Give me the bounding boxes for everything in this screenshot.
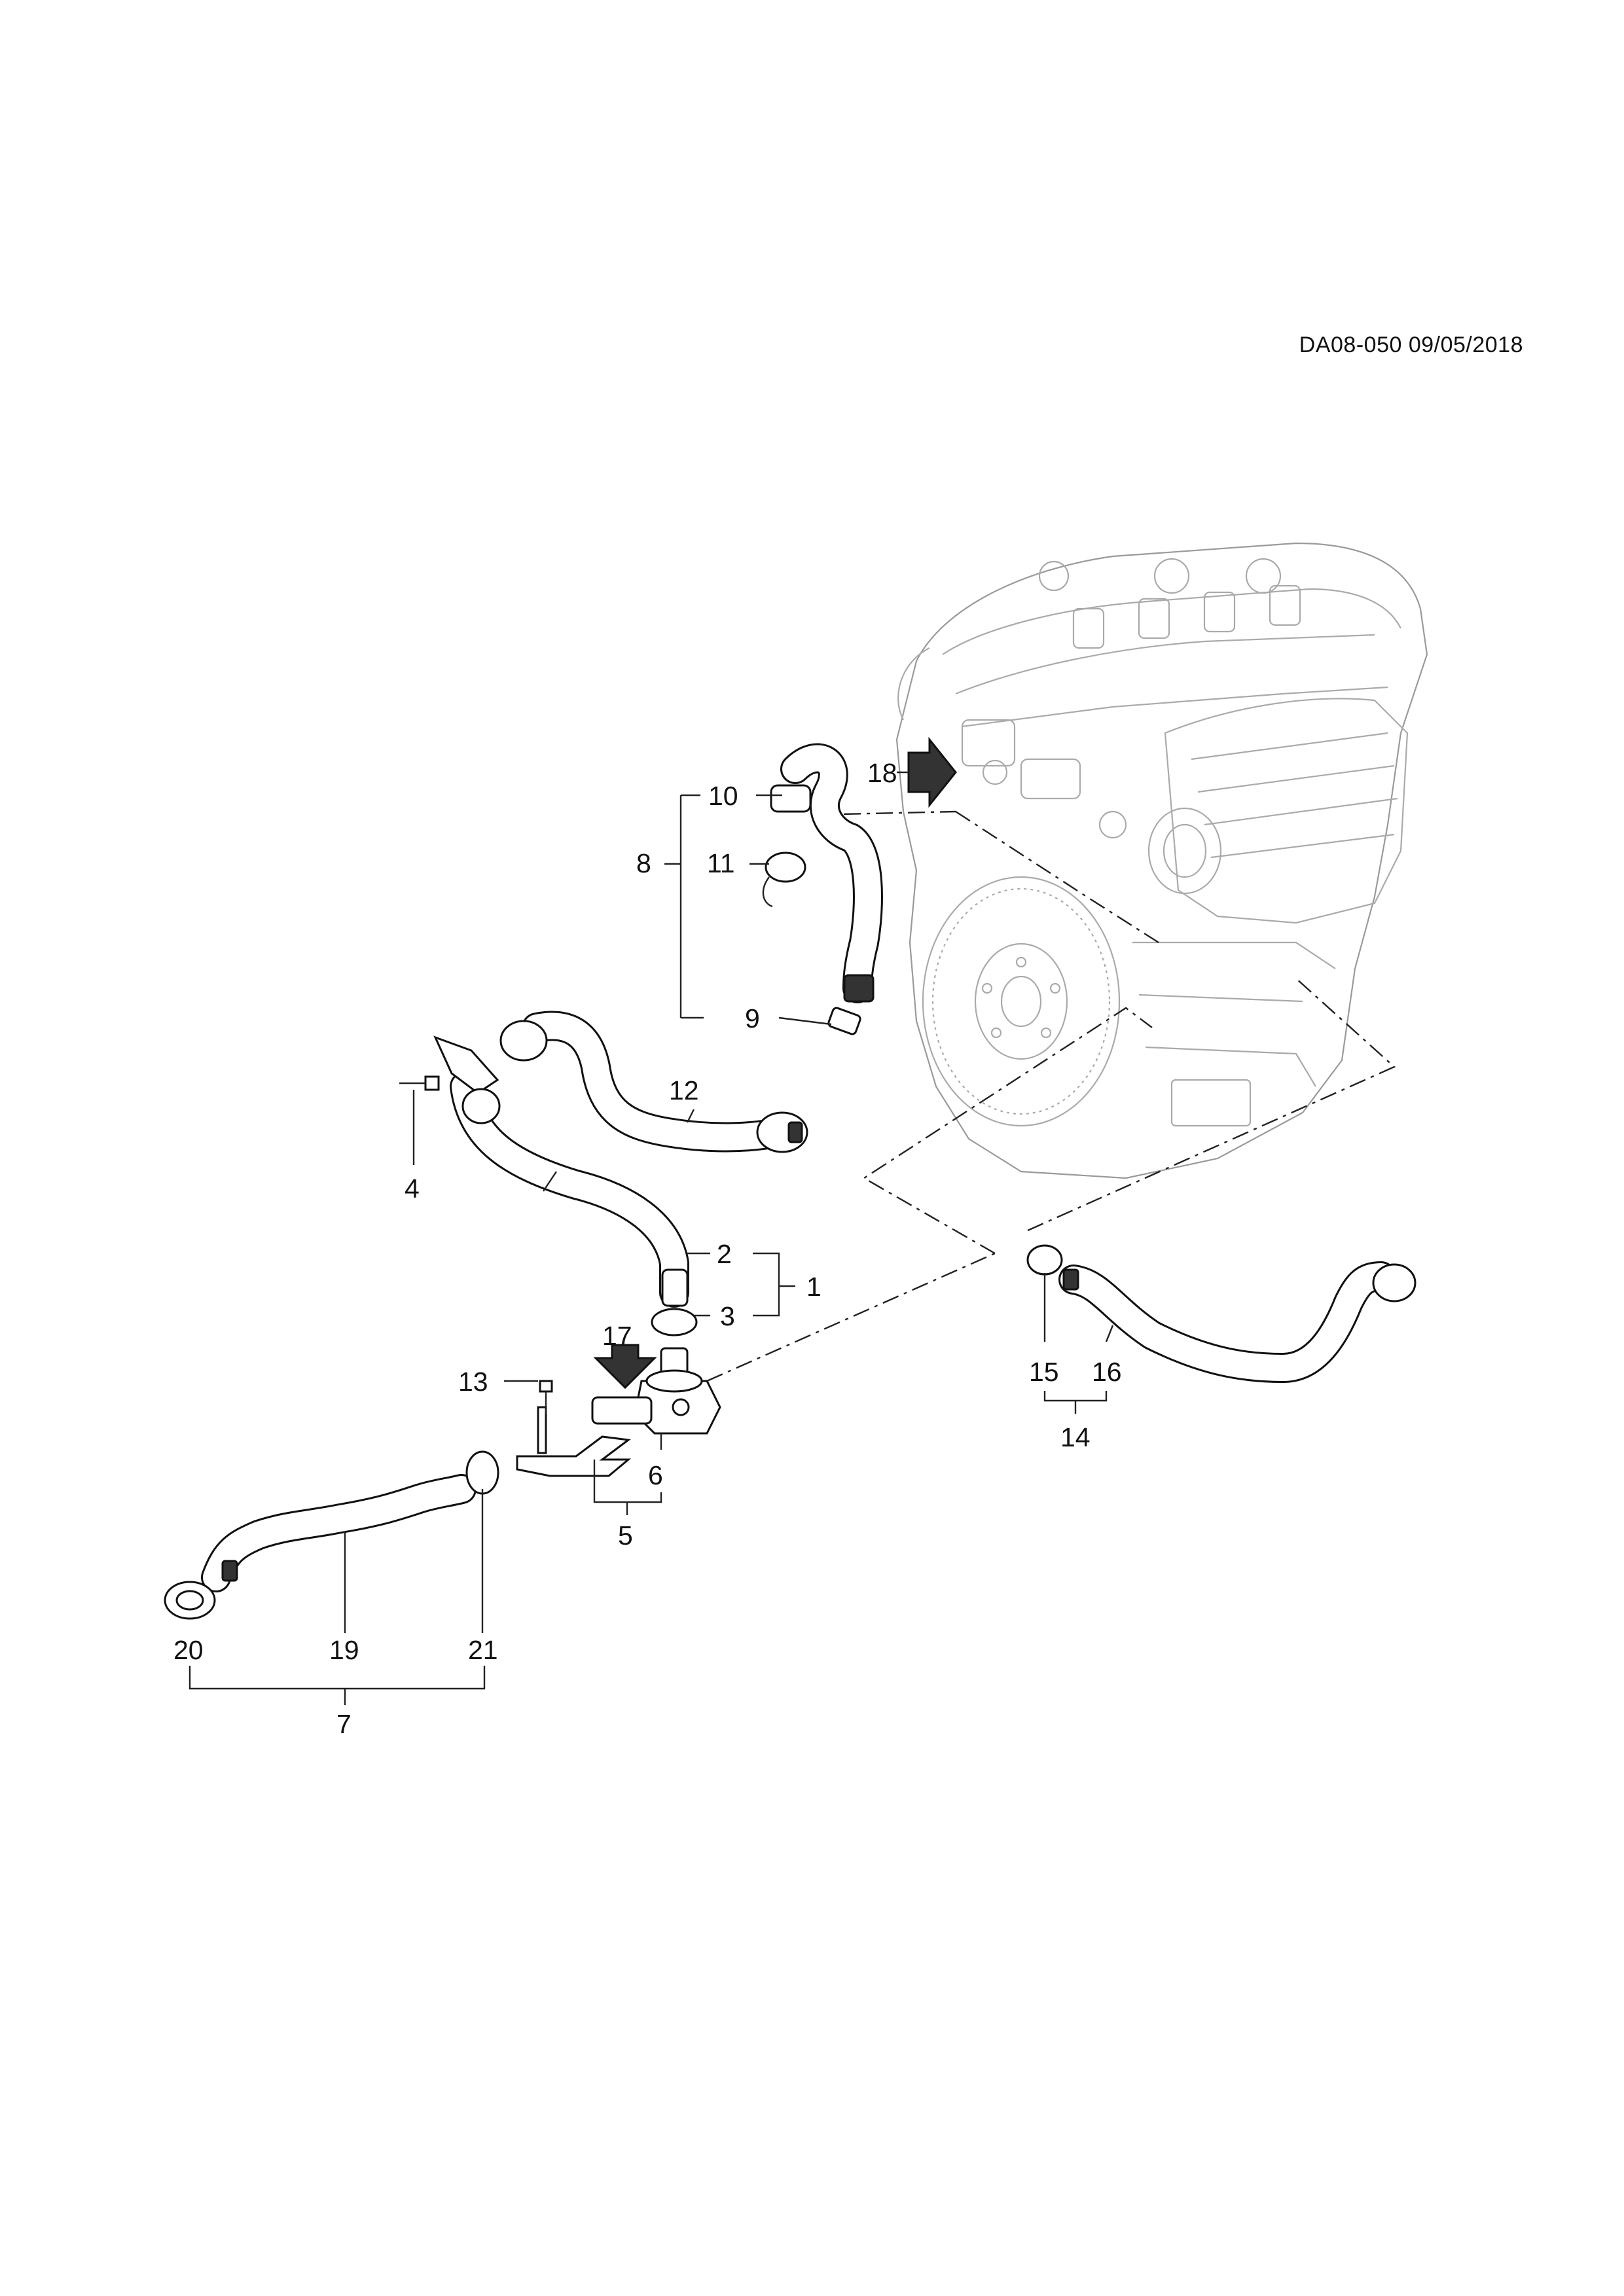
callout-13: 13 (458, 1367, 488, 1397)
callout-20: 20 (173, 1635, 204, 1665)
hose-14-assembly (1026, 1244, 1416, 1383)
coil-packs (1038, 558, 1301, 649)
arrow-17 (593, 1344, 657, 1390)
callout-2: 2 (717, 1239, 732, 1269)
callout-17: 17 (602, 1321, 632, 1351)
bracket-4 (433, 1035, 499, 1094)
callout-7: 7 (336, 1709, 352, 1739)
clamp-15 (1026, 1244, 1063, 1276)
callout-12: 12 (669, 1075, 699, 1105)
callout-6: 6 (648, 1460, 663, 1490)
connector-9 (827, 1007, 861, 1035)
callout-9: 9 (745, 1003, 760, 1033)
engine-illustration (895, 542, 1428, 1179)
clamp-11 (765, 852, 806, 883)
bracket-5 (516, 1435, 632, 1477)
clamp-10 (770, 784, 812, 813)
callout-14: 14 (1060, 1422, 1091, 1452)
callout-11: 11 (707, 848, 735, 878)
callout-4: 4 (405, 1174, 420, 1204)
callout-1: 1 (806, 1272, 821, 1302)
hose-2-end (661, 1268, 689, 1307)
clamp-3 (651, 1308, 698, 1336)
callout-16: 16 (1092, 1357, 1122, 1387)
intake-manifold (1147, 698, 1409, 924)
callout-labels: 10 18 8 11 9 12 4 2 1 3 17 13 6 5 15 16 … (173, 758, 1122, 1739)
callout-leaders (189, 771, 1114, 1705)
arrow-18 (907, 736, 957, 808)
hose-7-assembly (164, 1450, 499, 1620)
callout-15: 15 (1029, 1357, 1059, 1387)
clamp-21 (465, 1450, 499, 1495)
pump-6-assembly (516, 1268, 721, 1477)
hose-12-assembly (399, 1011, 808, 1308)
callout-8: 8 (636, 848, 651, 878)
callout-19: 19 (329, 1635, 359, 1665)
diagram-code: DA08-050 09/05/2018 (1299, 332, 1523, 357)
hose-8-assembly (762, 743, 883, 1035)
callout-18: 18 (867, 758, 897, 788)
callout-21: 21 (468, 1635, 498, 1665)
callout-5: 5 (618, 1520, 633, 1551)
flywheel (922, 876, 1121, 1127)
callout-3: 3 (720, 1301, 735, 1331)
callout-10: 10 (708, 781, 738, 811)
bolt-13 (539, 1380, 553, 1393)
